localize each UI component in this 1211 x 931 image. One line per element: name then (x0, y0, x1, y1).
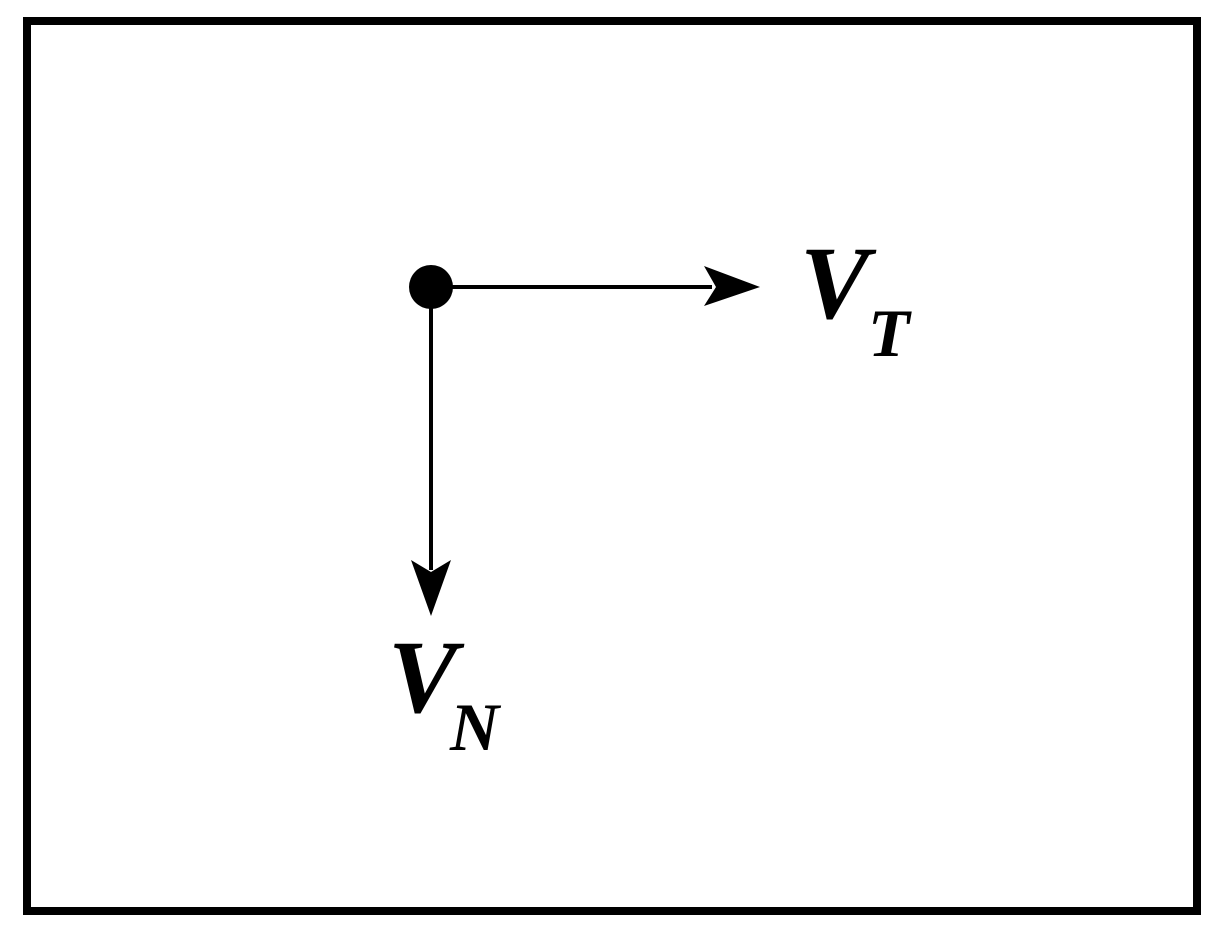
vector-t-symbol: V (800, 226, 877, 341)
vector-t-arrowhead (704, 266, 760, 306)
diagram-border (23, 17, 1201, 915)
vector-t-subscript: T (868, 295, 912, 371)
vector-n-subscript: N (449, 689, 502, 765)
vector-n-symbol: V (388, 620, 465, 735)
origin-point (409, 265, 453, 309)
vector-n-label: V (388, 620, 465, 735)
vector-n-arrowhead (411, 560, 451, 616)
vector-t-label: V (800, 226, 877, 341)
